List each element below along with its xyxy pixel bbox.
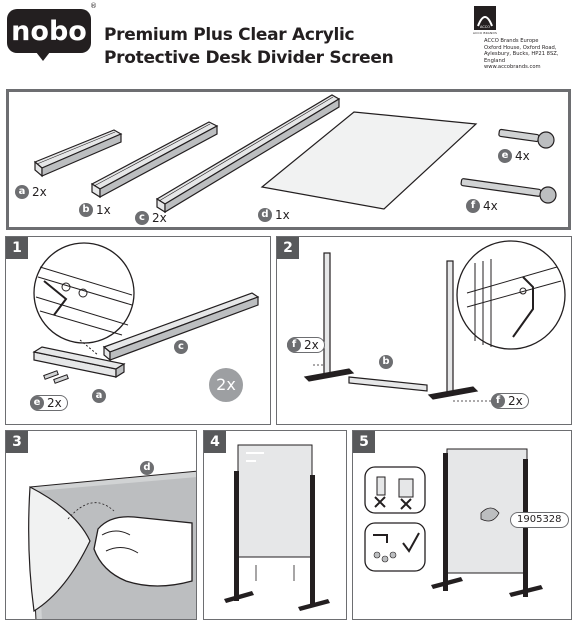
qty-pill: f 2x	[287, 337, 325, 353]
part-letter: f	[287, 338, 301, 352]
part-label-a: a 2x	[15, 185, 47, 199]
logo-text: nobo	[11, 16, 87, 47]
part-qty: 1x	[96, 203, 111, 217]
part-letter: a	[15, 185, 29, 199]
address-line: ACCO Brands Europe	[484, 38, 539, 44]
step-1-panel: 1 c a e	[5, 236, 271, 425]
step-1-label-e: e 2x	[30, 395, 68, 411]
part-label-e: e 4x	[498, 149, 530, 163]
part-letter: e	[30, 396, 44, 410]
part-letter: f	[466, 199, 480, 213]
step-2-label-f-left: f 2x	[287, 337, 325, 353]
part-qty: 4x	[515, 149, 530, 163]
part-label-b: b 1x	[79, 203, 111, 217]
part-qty: 2x	[32, 185, 47, 199]
step-1-label-a: a	[92, 389, 106, 403]
part-qty: 2x	[152, 211, 167, 225]
parts-illustration	[33, 94, 557, 214]
step-3-label-d: d	[140, 461, 154, 475]
part-letter: b	[79, 203, 93, 217]
part-label-f: f 4x	[466, 199, 498, 213]
title-line-2: Protective Desk Divider Screen	[104, 48, 394, 68]
acco-brand-sub: ACCO BRANDS	[472, 31, 498, 35]
parts-list-panel: a 2x b 1x c 2x d 1x e 4x f 4x	[6, 89, 571, 230]
part-qty: 2x	[47, 396, 62, 410]
step-3-illustration	[28, 470, 196, 619]
step-number: 5	[353, 431, 375, 453]
nobo-logo: nobo	[6, 8, 92, 62]
part-letter: c	[174, 340, 188, 354]
step-number: 1	[6, 237, 28, 259]
part-qty: 2x	[304, 338, 319, 352]
step-2-label-f-right: f 2x	[491, 393, 529, 409]
acco-mark-text: ACCO	[480, 25, 490, 29]
qty-pill: e 2x	[30, 395, 68, 411]
part-letter: f	[491, 394, 505, 408]
page-title: Premium Plus Clear Acrylic Protective De…	[104, 24, 404, 70]
step-3-panel: 3 d	[5, 430, 197, 620]
address-line: Oxford House, Oxford Road,	[484, 44, 557, 51]
registered-mark: ®	[90, 2, 97, 10]
step-number: 2	[277, 237, 299, 259]
step-2-panel: 2 b f 2x	[276, 236, 572, 425]
step-number: 4	[204, 431, 226, 453]
repeat-badge: 2x	[209, 368, 243, 402]
address-line: Aylesbury, Bucks, HP21 8SZ,	[484, 51, 559, 58]
qty-pill: f 2x	[491, 393, 529, 409]
step-4-illustration	[224, 444, 330, 611]
address-line: England	[484, 57, 506, 64]
part-letter: c	[135, 211, 149, 225]
part-label-c: c 2x	[135, 211, 167, 225]
step-5-illustration	[364, 448, 543, 597]
step-number: 3	[6, 431, 28, 453]
step-4-panel: 4	[203, 430, 347, 620]
address-line: www.accobrands.com	[484, 64, 541, 71]
part-letter: b	[379, 355, 393, 369]
part-label-d: d 1x	[258, 208, 290, 222]
step-2-label-b: b	[379, 355, 393, 369]
step-1-label-c: c	[174, 340, 188, 354]
part-letter: e	[498, 149, 512, 163]
title-line-1: Premium Plus Clear Acrylic	[104, 25, 355, 45]
part-letter: a	[92, 389, 106, 403]
part-qty: 4x	[483, 199, 498, 213]
step-2-illustration	[303, 240, 566, 402]
part-qty: 1x	[275, 208, 290, 222]
step-1-illustration	[32, 242, 260, 384]
acco-logo: ACCO	[474, 6, 496, 30]
part-letter: d	[140, 461, 154, 475]
part-qty: 2x	[508, 394, 523, 408]
part-letter: d	[258, 208, 272, 222]
product-code-badge: 1905328	[510, 512, 569, 528]
company-address: ACCO Brands Europe Oxford House, Oxford …	[484, 38, 576, 71]
